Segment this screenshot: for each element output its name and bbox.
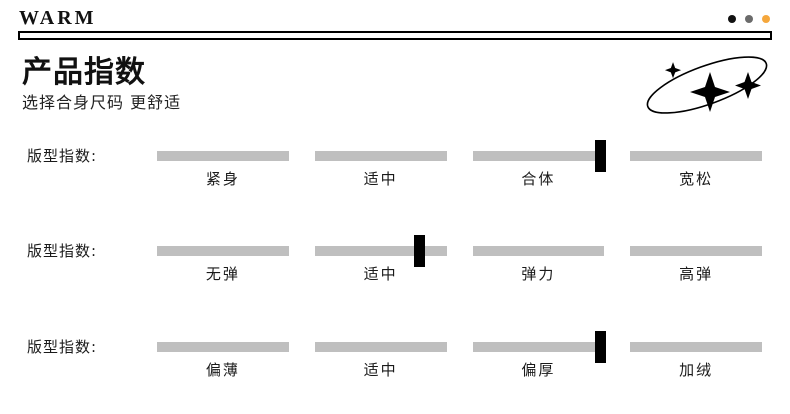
row-2-option-2[interactable]: 适中 xyxy=(363,265,398,283)
row-1-slider-thumb[interactable] xyxy=(595,140,607,172)
index-slider-row-3: 版型指数: 偏薄 适中 偏厚 加绒 xyxy=(0,331,790,397)
header-divider-bar xyxy=(18,31,772,40)
brand-logo: WARM xyxy=(19,7,97,29)
row-3-option-3[interactable]: 偏厚 xyxy=(521,361,556,379)
row-2-option-3[interactable]: 弹力 xyxy=(521,265,556,283)
row-3-slider-thumb[interactable] xyxy=(595,331,607,363)
dot-gray-icon xyxy=(745,15,753,23)
row-2-segment-1[interactable] xyxy=(157,246,289,256)
row-2-label: 版型指数: xyxy=(27,242,98,260)
page-title: 产品指数 xyxy=(22,55,146,90)
page-subtitle: 选择合身尺码 更舒适 xyxy=(22,93,182,112)
row-1-segment-1[interactable] xyxy=(157,151,289,161)
title-block: 产品指数 选择合身尺码 更舒适 xyxy=(22,56,181,114)
row-3-track[interactable] xyxy=(157,331,762,363)
row-2-option-4[interactable]: 高弹 xyxy=(679,265,714,283)
row-2-track[interactable] xyxy=(157,235,762,267)
index-slider-row-2: 版型指数: 无弹 适中 弹力 高弹 xyxy=(0,235,790,301)
row-1-segment-4[interactable] xyxy=(630,151,762,161)
row-3-option-4[interactable]: 加绒 xyxy=(679,361,714,379)
row-1-segment-3[interactable] xyxy=(472,140,607,172)
row-3-option-1[interactable]: 偏薄 xyxy=(205,361,240,379)
header-dot-group xyxy=(728,15,770,23)
row-1-option-3[interactable]: 合体 xyxy=(521,170,556,188)
row-1-segment-2[interactable] xyxy=(314,151,447,161)
row-3-option-labels: 偏薄 适中 偏厚 加绒 xyxy=(157,359,762,381)
row-2-slider-thumb[interactable] xyxy=(413,235,425,267)
row-2-segment-2[interactable] xyxy=(314,235,447,267)
row-2-option-labels: 无弹 适中 弹力 高弹 xyxy=(157,263,762,285)
row-3-option-2[interactable]: 适中 xyxy=(363,361,398,379)
index-slider-row-1: 版型指数: 紧身 适中 合体 宽松 xyxy=(0,140,790,206)
row-3-segment-2[interactable] xyxy=(314,342,447,352)
row-2-segment-3[interactable] xyxy=(472,246,605,256)
row-1-option-4[interactable]: 宽松 xyxy=(679,170,714,188)
dot-black-icon xyxy=(728,15,736,23)
row-1-option-2[interactable]: 适中 xyxy=(363,170,398,188)
row-3-segment-1[interactable] xyxy=(157,342,289,352)
row-1-label: 版型指数: xyxy=(27,147,98,165)
row-1-option-labels: 紧身 适中 合体 宽松 xyxy=(157,168,762,190)
page-header: WARM xyxy=(0,0,790,42)
row-3-label: 版型指数: xyxy=(27,338,98,356)
row-2-option-1[interactable]: 无弹 xyxy=(205,265,240,283)
row-3-segment-4[interactable] xyxy=(630,342,762,352)
row-3-segment-3[interactable] xyxy=(472,331,607,363)
dot-orange-icon xyxy=(762,15,770,23)
row-1-option-1[interactable]: 紧身 xyxy=(205,170,240,188)
row-2-segment-4[interactable] xyxy=(630,246,762,256)
row-1-track[interactable] xyxy=(157,140,762,172)
